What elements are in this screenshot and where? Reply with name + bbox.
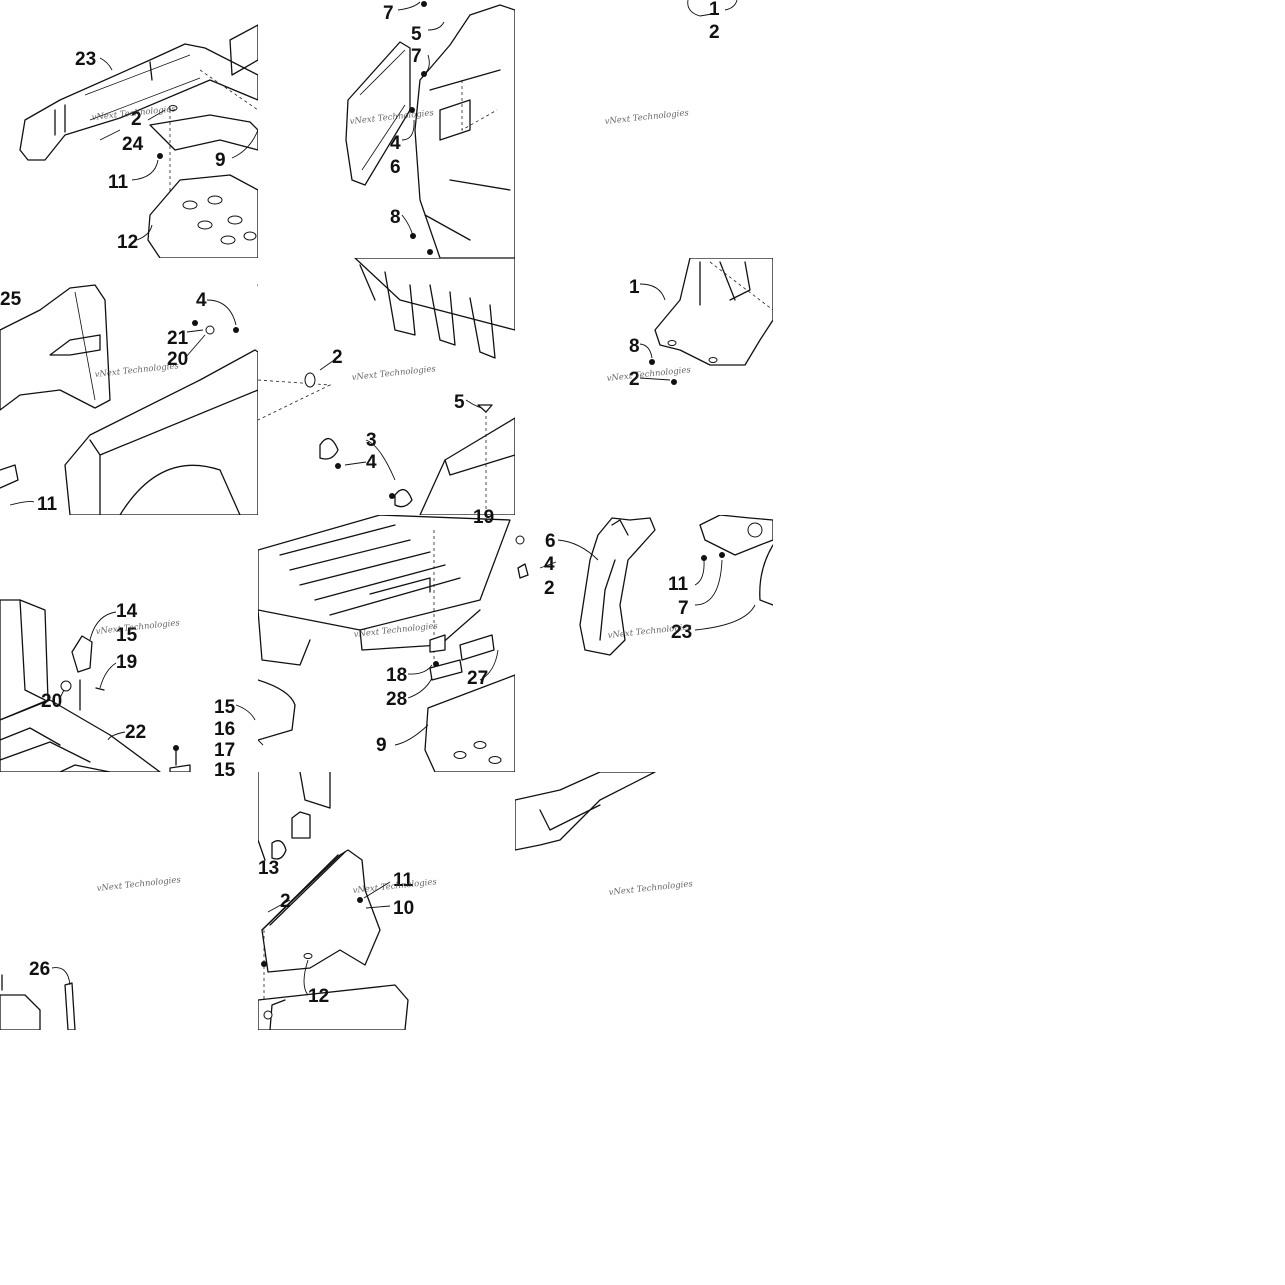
watermark-text: vNext Technologies: [95, 618, 181, 637]
callout-23: 23: [671, 622, 692, 643]
callout-11: 11: [108, 172, 129, 193]
callout-21: 21: [167, 328, 189, 349]
callout-20: 20: [41, 691, 62, 712]
callout-2: 2: [280, 891, 291, 912]
callout-6: 6: [390, 157, 401, 178]
callout-13: 13: [258, 858, 279, 879]
callout-4: 4: [390, 133, 401, 154]
tile-cargo-side: [0, 284, 258, 515]
callout-7: 7: [411, 46, 422, 67]
callout-28: 28: [386, 689, 407, 710]
callout-8: 8: [390, 207, 401, 228]
callout-2: 2: [131, 109, 142, 130]
watermark-text: vNext Technologies: [604, 108, 690, 127]
callout-16: 16: [214, 719, 235, 740]
callout-15: 15: [214, 697, 236, 718]
callout-14: 14: [116, 601, 138, 622]
callout-19: 19: [116, 652, 137, 673]
callout-20: 20: [167, 349, 188, 370]
watermark-text: vNext Technologies: [96, 875, 182, 894]
callout-7: 7: [383, 3, 394, 24]
callout-11: 11: [668, 574, 689, 595]
callout-4: 4: [544, 554, 555, 575]
callout-24: 24: [122, 134, 144, 155]
callout-labels: 7 5 7 4 6 8 1 2 23 2 24 9 11 12 25 4 21 …: [0, 0, 720, 1007]
callout-5: 5: [411, 24, 422, 45]
callout-22: 22: [125, 722, 146, 743]
tile-lower-tray: [258, 772, 409, 1030]
callout-18: 18: [386, 665, 407, 686]
callout-11: 11: [393, 870, 414, 891]
callout-2: 2: [332, 347, 343, 368]
callout-15: 15: [116, 625, 138, 646]
tile-cargo-box-front: [258, 258, 515, 515]
callout-4: 4: [196, 290, 207, 311]
callout-2: 2: [544, 578, 555, 599]
tile-front-fender-lower: [639, 258, 773, 385]
tile-rear-side-panel: [515, 515, 773, 656]
tile-side-panel: [345, 1, 515, 258]
callout-23: 23: [75, 49, 96, 70]
callout-12: 12: [117, 232, 138, 253]
callout-6: 6: [545, 531, 556, 552]
callout-1: 1: [629, 277, 640, 298]
tile-top-right: [687, 0, 738, 17]
tile-cargo-bed-tray: [258, 515, 515, 772]
callout-11: 11: [37, 494, 58, 515]
callout-2: 2: [709, 22, 720, 43]
callout-15: 15: [214, 760, 236, 781]
callout-27: 27: [467, 668, 488, 689]
callout-17: 17: [214, 740, 235, 761]
callout-5: 5: [454, 392, 465, 413]
callout-25: 25: [0, 289, 22, 310]
callout-12: 12: [308, 986, 329, 1007]
callout-9: 9: [215, 150, 226, 171]
tile-rear-fender-left: [19, 24, 258, 258]
callout-1: 1: [709, 0, 720, 20]
callout-19: 19: [473, 507, 494, 528]
callout-9: 9: [376, 735, 387, 756]
watermark-text: vNext Technologies: [608, 879, 694, 898]
tile-cargo-bed-latch: [0, 599, 256, 772]
callout-3: 3: [366, 430, 377, 451]
watermark-text: vNext Technologies: [351, 364, 437, 383]
callout-10: 10: [393, 898, 414, 919]
callout-8: 8: [629, 336, 640, 357]
callout-2: 2: [629, 369, 640, 390]
callout-7: 7: [678, 598, 689, 619]
tile-bottom-right: [515, 772, 656, 851]
callout-26: 26: [29, 959, 50, 980]
watermark-text: vNext Technologies: [606, 365, 692, 384]
tile-bottom-left: [0, 967, 76, 1030]
callout-4: 4: [366, 452, 377, 473]
